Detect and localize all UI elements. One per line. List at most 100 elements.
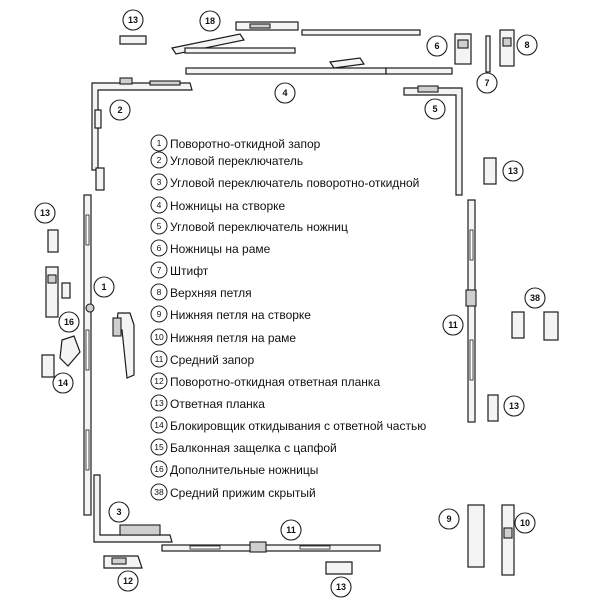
- callout: 7: [476, 72, 498, 94]
- left-strike-plates: [41, 229, 81, 378]
- callout: 16: [58, 311, 80, 333]
- svg-text:6: 6: [434, 41, 439, 51]
- svg-text:13: 13: [128, 15, 138, 25]
- right-middle-lock: [465, 199, 477, 423]
- svg-text:13: 13: [508, 166, 518, 176]
- svg-text:11: 11: [448, 320, 458, 330]
- left-espagnolette-bar: [83, 194, 95, 516]
- svg-text:Штифт: Штифт: [170, 264, 209, 278]
- svg-text:Балконная защелка с цапфой: Балконная защелка с цапфой: [170, 441, 337, 455]
- svg-text:12: 12: [154, 376, 164, 386]
- svg-text:38: 38: [154, 487, 164, 497]
- svg-text:10: 10: [154, 332, 164, 342]
- callout: 11: [280, 519, 302, 541]
- corner-switch-top-right: [403, 85, 463, 196]
- legend-item: 38 Средний прижим скрытый: [150, 483, 316, 501]
- legend-item: 14 Блокировщик откидывания с ответной час…: [150, 416, 426, 434]
- svg-text:Угловой переключатель поворотн: Угловой переключатель поворотно-откидной: [170, 176, 419, 190]
- svg-text:7: 7: [484, 78, 489, 88]
- callout: 2: [109, 99, 131, 121]
- svg-text:1: 1: [157, 138, 162, 148]
- svg-text:6: 6: [157, 243, 162, 253]
- bottom-middle-lock: [161, 541, 381, 553]
- hardware-parts: [41, 21, 559, 576]
- svg-text:16: 16: [64, 317, 74, 327]
- callout: 4: [274, 82, 296, 104]
- callout: 10: [514, 512, 536, 534]
- svg-text:14: 14: [154, 420, 164, 430]
- svg-text:11: 11: [155, 354, 164, 364]
- svg-text:8: 8: [524, 40, 529, 50]
- svg-text:Нижняя петля на створке: Нижняя петля на створке: [170, 308, 311, 322]
- callout: 13: [503, 395, 525, 417]
- svg-text:Угловой переключатель ножниц: Угловой переключатель ножниц: [170, 220, 348, 234]
- callout: 3: [108, 501, 130, 523]
- legend-item: 5 Угловой переключатель ножниц: [150, 217, 348, 235]
- svg-text:12: 12: [123, 576, 133, 586]
- svg-text:13: 13: [154, 398, 164, 408]
- callout: 9: [438, 508, 460, 530]
- svg-text:38: 38: [530, 293, 540, 303]
- callouts: 13 18 6 8 7 4 2 5 13 13 1 16 14 38 11 13…: [34, 9, 546, 598]
- callout: 12: [117, 570, 139, 592]
- svg-text:18: 18: [205, 16, 215, 26]
- svg-text:1: 1: [101, 282, 106, 292]
- legend-item: 7 Штифт: [150, 261, 209, 279]
- svg-text:Ножницы на створке: Ножницы на створке: [170, 199, 285, 213]
- svg-text:3: 3: [116, 507, 121, 517]
- callout: 13: [330, 576, 352, 598]
- corner-switch-top-left: [91, 77, 193, 191]
- corner-switch-bottom-left: [93, 474, 173, 543]
- svg-text:2: 2: [157, 155, 162, 165]
- svg-text:Ответная планка: Ответная планка: [170, 397, 265, 411]
- right-keepers: [483, 157, 559, 422]
- callout: 11: [442, 314, 464, 336]
- callout: 6: [426, 35, 448, 57]
- svg-text:Угловой переключатель: Угловой переключатель: [170, 154, 303, 168]
- callout: 13: [122, 9, 144, 31]
- callout: 5: [424, 98, 446, 120]
- legend-item: 4 Ножницы на створке: [150, 196, 285, 214]
- svg-text:14: 14: [58, 378, 68, 388]
- svg-text:Средний прижим скрытый: Средний прижим скрытый: [170, 486, 316, 500]
- legend-item: 9 Нижняя петля на створке: [150, 305, 311, 323]
- callout: 38: [524, 287, 546, 309]
- callout: 13: [502, 160, 524, 182]
- svg-text:8: 8: [157, 287, 162, 297]
- callout: 14: [52, 372, 74, 394]
- svg-text:13: 13: [509, 401, 519, 411]
- svg-text:5: 5: [432, 104, 437, 114]
- callout: 13: [34, 202, 56, 224]
- svg-text:13: 13: [40, 208, 50, 218]
- svg-text:10: 10: [520, 518, 530, 528]
- callout: 1: [93, 276, 115, 298]
- legend-item: 16 Дополнительные ножницы: [150, 460, 318, 478]
- top-right-hinges: [454, 29, 515, 73]
- svg-text:5: 5: [157, 221, 162, 231]
- svg-text:2: 2: [117, 105, 122, 115]
- svg-text:Блокировщик откидывания с отве: Блокировщик откидывания с ответной часть…: [170, 419, 426, 433]
- bottom-strike-plates: [103, 555, 353, 575]
- svg-text:Дополнительные ножницы: Дополнительные ножницы: [170, 463, 318, 477]
- svg-text:13: 13: [336, 582, 346, 592]
- top-scissors-and-rails: [119, 21, 453, 75]
- svg-text:Нижняя петля на раме: Нижняя петля на раме: [170, 331, 296, 345]
- svg-text:9: 9: [446, 514, 451, 524]
- svg-text:9: 9: [157, 309, 162, 319]
- legend-item: 10 Нижняя петля на раме: [150, 328, 296, 346]
- svg-text:4: 4: [157, 200, 162, 210]
- svg-text:11: 11: [286, 525, 296, 535]
- bottom-right-hinges: [467, 504, 515, 576]
- callout: 18: [199, 10, 221, 32]
- svg-text:7: 7: [157, 265, 162, 275]
- svg-text:16: 16: [154, 464, 164, 474]
